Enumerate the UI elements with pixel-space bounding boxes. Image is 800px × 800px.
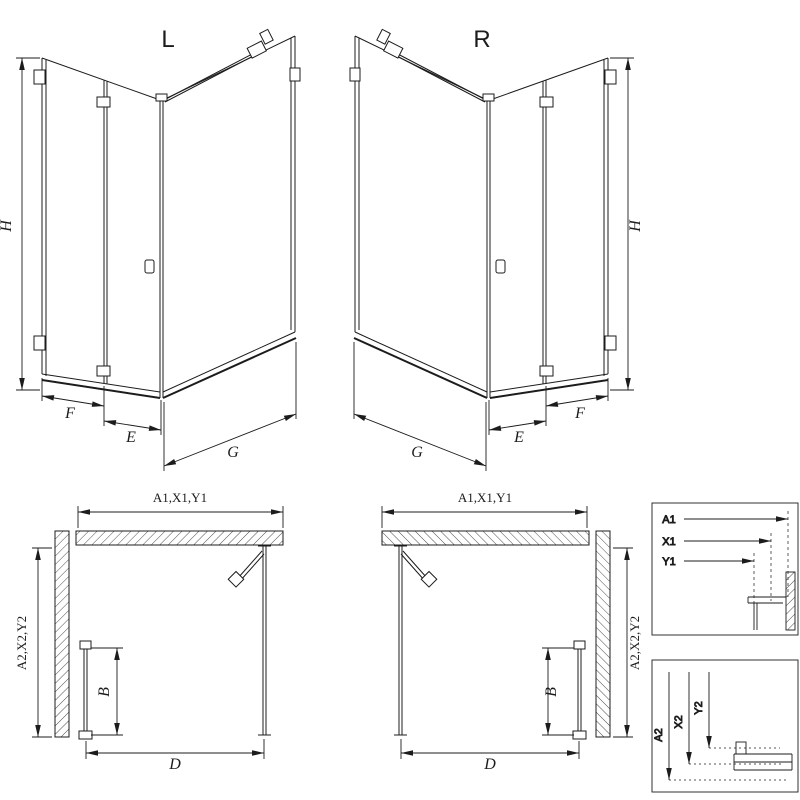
plan-dim-width-left: A1,X1,Y1 <box>153 490 207 505</box>
detail-label-y2: Y2 <box>693 701 705 714</box>
iso-geometry-left <box>33 28 301 400</box>
tray-profile-section <box>733 741 793 771</box>
detail-label-a2: A2 <box>653 728 665 741</box>
dim-side-right: G <box>411 444 423 461</box>
iso-view-left: L H F E G <box>0 26 301 471</box>
variant-label-left: L <box>161 26 174 53</box>
plan-dim-entry-right: D <box>483 756 496 773</box>
plan-view-left: A1,X1,Y1 A2,X2,Y2 B D <box>14 490 284 773</box>
detail-depth-border <box>651 659 799 793</box>
plan-dim-door-right: B <box>543 687 560 697</box>
iso-dimensions-left <box>16 58 296 471</box>
plan-right-mirror-group <box>381 506 633 759</box>
iso-right-mirror-group <box>349 28 634 471</box>
iso-view-right: R H F E G <box>349 26 644 471</box>
dim-fixed-left: F <box>64 405 75 422</box>
plan-dim-depth-right: A2,X2,Y2 <box>627 616 642 670</box>
dim-door-right: E <box>513 429 524 446</box>
wall-profile-section <box>747 571 796 631</box>
plan-dim-depth-left: A2,X2,Y2 <box>14 616 29 670</box>
detail-label-a1: A1 <box>662 514 675 526</box>
plan-geometry-right <box>381 530 611 740</box>
plan-view-right: A1,X1,Y1 A2,X2,Y2 B D <box>381 490 642 773</box>
detail-depth-box: A2 X2 Y2 <box>651 659 799 793</box>
plan-geometry-left <box>54 530 284 740</box>
detail-width-box: A1 X1 Y1 <box>651 502 799 636</box>
detail-label-x2: X2 <box>673 715 685 728</box>
variant-label-right: R <box>473 26 490 53</box>
dim-side-left: G <box>227 444 239 461</box>
dim-height-right: H <box>627 219 644 233</box>
detail-label-y1: Y1 <box>662 556 675 568</box>
plan-dim-door-left: B <box>96 687 113 697</box>
plan-dim-width-right: A1,X1,Y1 <box>458 490 512 505</box>
iso-geometry-right <box>349 28 617 400</box>
plan-dim-entry-left: D <box>168 756 181 773</box>
dim-height-left: H <box>0 219 15 233</box>
detail-label-x1: X1 <box>662 536 675 548</box>
dim-door-left: E <box>125 429 136 446</box>
iso-dimensions-right <box>354 58 634 471</box>
dim-fixed-right: F <box>574 405 585 422</box>
detail-width-border <box>651 502 799 636</box>
